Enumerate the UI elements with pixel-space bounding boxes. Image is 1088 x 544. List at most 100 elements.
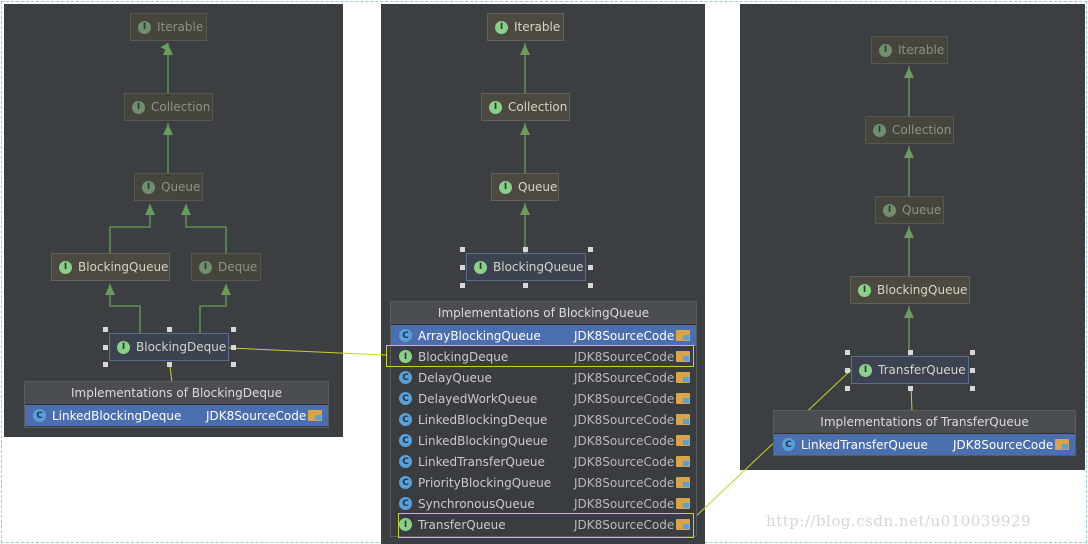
selection-handle[interactable] bbox=[103, 345, 108, 350]
arrowhead bbox=[221, 284, 231, 295]
class-icon: C bbox=[33, 409, 46, 422]
class-icon: C bbox=[782, 438, 795, 451]
node-label: Collection bbox=[151, 100, 211, 114]
source-module: JDK8SourceCode bbox=[574, 517, 675, 532]
implementations-popup: Implementations of TransferQueue C Linke… bbox=[773, 410, 1076, 456]
selection-handle[interactable] bbox=[523, 247, 528, 252]
selection-handle[interactable] bbox=[588, 247, 593, 252]
node-blocking-queue[interactable]: I BlockingQueue bbox=[466, 253, 586, 281]
selection-handle[interactable] bbox=[523, 283, 528, 288]
node-blocking-queue[interactable]: I BlockingQueue bbox=[51, 253, 170, 281]
interface-icon: I bbox=[132, 100, 145, 114]
node-label: Iterable bbox=[514, 20, 561, 34]
list-item[interactable]: C DelayedWorkQueue JDK8SourceCode bbox=[391, 388, 696, 409]
selection-handle[interactable] bbox=[460, 283, 465, 288]
module-folder-icon bbox=[676, 498, 690, 509]
class-icon: C bbox=[399, 497, 412, 510]
arrowhead bbox=[904, 67, 914, 78]
source-module: JDK8SourceCode bbox=[953, 437, 1054, 452]
selection-handle[interactable] bbox=[231, 345, 236, 350]
selection-handle[interactable] bbox=[460, 247, 465, 252]
implementations-popup: Implementations of BlockingQueue C Array… bbox=[390, 301, 697, 537]
node-transfer-queue[interactable]: I TransferQueue bbox=[851, 356, 969, 384]
list-item[interactable]: C SynchronousQueue JDK8SourceCode bbox=[391, 493, 696, 514]
node-collection[interactable]: I Collection bbox=[481, 93, 570, 121]
arrowhead bbox=[105, 284, 115, 295]
module-folder-icon bbox=[308, 410, 322, 421]
selection-handle[interactable] bbox=[588, 265, 593, 270]
node-queue[interactable]: I Queue bbox=[491, 173, 559, 201]
selection-handle[interactable] bbox=[103, 362, 108, 367]
node-deque[interactable]: I Deque bbox=[191, 253, 261, 281]
selection-handle[interactable] bbox=[970, 386, 975, 391]
class-icon: C bbox=[399, 329, 412, 342]
class-icon: C bbox=[399, 392, 412, 405]
node-label: BlockingQueue bbox=[493, 260, 584, 274]
selection-handle[interactable] bbox=[845, 368, 850, 373]
left-diagram-panel bbox=[4, 4, 343, 437]
arrowhead bbox=[904, 307, 914, 318]
node-iterable[interactable]: I Iterable bbox=[130, 13, 207, 41]
selection-handle[interactable] bbox=[167, 362, 172, 367]
module-folder-icon bbox=[676, 456, 690, 467]
module-folder-icon bbox=[676, 519, 690, 530]
interface-icon: I bbox=[879, 43, 892, 57]
source-module: JDK8SourceCode bbox=[574, 412, 675, 427]
source-module: JDK8SourceCode bbox=[574, 328, 675, 343]
list-item[interactable]: C LinkedBlockingDeque JDK8SourceCode bbox=[25, 405, 328, 426]
selection-handle[interactable] bbox=[231, 327, 236, 332]
interface-icon: I bbox=[399, 518, 412, 531]
selection-handle[interactable] bbox=[908, 386, 913, 391]
list-item[interactable]: I BlockingDeque JDK8SourceCode bbox=[391, 346, 696, 367]
module-folder-icon bbox=[676, 393, 690, 404]
arrowhead bbox=[163, 124, 173, 135]
selection-handle[interactable] bbox=[970, 368, 975, 373]
arrowhead bbox=[520, 204, 530, 215]
interface-icon: I bbox=[859, 363, 872, 377]
node-iterable[interactable]: I Iterable bbox=[487, 13, 564, 41]
arrowhead bbox=[520, 44, 530, 55]
list-item[interactable]: I TransferQueue JDK8SourceCode bbox=[391, 514, 696, 535]
selection-handle[interactable] bbox=[588, 283, 593, 288]
list-item[interactable]: C PriorityBlockingQueue JDK8SourceCode bbox=[391, 472, 696, 493]
list-item[interactable]: C LinkedTransferQueue JDK8SourceCode bbox=[774, 434, 1075, 455]
popup-title: Implementations of BlockingDeque bbox=[25, 382, 328, 405]
arrowhead bbox=[904, 147, 914, 158]
selection-handle[interactable] bbox=[231, 362, 236, 367]
node-queue[interactable]: I Queue bbox=[134, 173, 203, 201]
selection-handle[interactable] bbox=[167, 327, 172, 332]
connector-transferqueue bbox=[692, 369, 852, 520]
node-label: Collection bbox=[508, 100, 568, 114]
selection-handle[interactable] bbox=[845, 350, 850, 355]
node-blocking-deque[interactable]: I BlockingDeque bbox=[109, 333, 229, 361]
selection-handle[interactable] bbox=[460, 265, 465, 270]
node-label: BlockingQueue bbox=[877, 283, 968, 297]
class-name: PriorityBlockingQueue bbox=[418, 475, 552, 490]
connector-blockingdeque bbox=[228, 347, 387, 356]
node-label: Iterable bbox=[157, 20, 204, 34]
module-folder-icon bbox=[676, 330, 690, 341]
arrowhead bbox=[181, 204, 191, 215]
list-item[interactable]: C LinkedBlockingDeque JDK8SourceCode bbox=[391, 409, 696, 430]
node-iterable[interactable]: I Iterable bbox=[871, 36, 948, 64]
selection-handle[interactable] bbox=[970, 350, 975, 355]
class-name: DelayedWorkQueue bbox=[418, 391, 538, 406]
arrowhead bbox=[145, 204, 155, 215]
module-folder-icon bbox=[676, 414, 690, 425]
interface-icon: I bbox=[489, 100, 502, 114]
node-collection[interactable]: I Collection bbox=[865, 116, 954, 144]
node-blocking-queue[interactable]: I BlockingQueue bbox=[850, 276, 970, 304]
edge-left-bd-bq bbox=[109, 284, 141, 333]
connector-left-popup bbox=[169, 365, 173, 384]
node-collection[interactable]: I Collection bbox=[124, 93, 213, 121]
list-item[interactable]: C LinkedBlockingQueue JDK8SourceCode bbox=[391, 430, 696, 451]
selection-handle[interactable] bbox=[908, 350, 913, 355]
selection-handle[interactable] bbox=[103, 327, 108, 332]
node-label: Deque bbox=[218, 260, 258, 274]
list-item[interactable]: C DelayQueue JDK8SourceCode bbox=[391, 367, 696, 388]
list-item[interactable]: C LinkedTransferQueue JDK8SourceCode bbox=[391, 451, 696, 472]
node-queue[interactable]: I Queue bbox=[875, 196, 944, 224]
source-module: JDK8SourceCode bbox=[574, 454, 675, 469]
list-item[interactable]: C ArrayBlockingQueue JDK8SourceCode bbox=[391, 325, 696, 346]
selection-handle[interactable] bbox=[845, 386, 850, 391]
